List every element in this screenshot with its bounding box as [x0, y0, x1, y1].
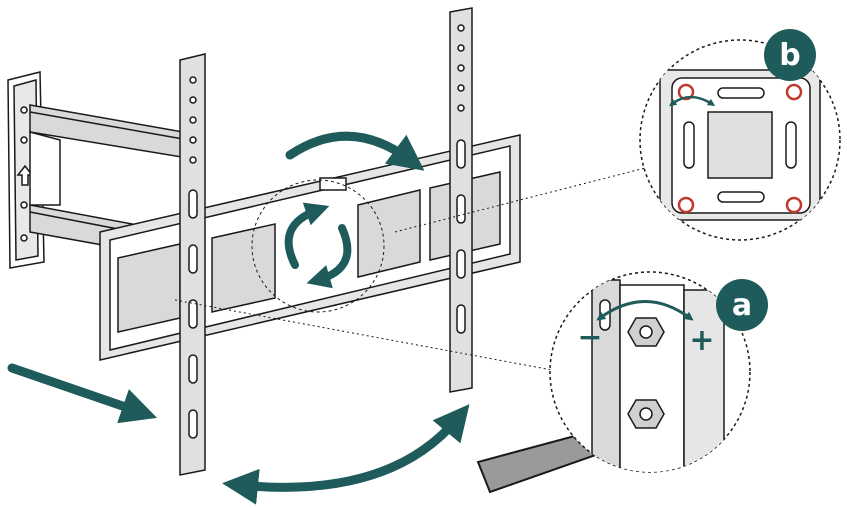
push-arrow-icon — [7, 363, 158, 424]
tilt-arrow-icon — [285, 131, 425, 171]
detail-focus-circle — [251, 179, 385, 313]
callout-b-detail: b — [639, 29, 841, 241]
callout-a-badge — [716, 279, 768, 331]
callout-b-label: b — [779, 38, 800, 73]
swivel-arrow-icon — [222, 404, 470, 505]
minus-sign: − — [577, 320, 602, 355]
right-vertical-rail — [449, 7, 473, 393]
leader-line-b — [394, 167, 646, 233]
rotation-arrows-icon — [284, 202, 352, 289]
callout-a-label: a — [732, 288, 752, 323]
up-arrow-icon — [16, 164, 34, 186]
leader-line-a — [174, 299, 553, 371]
callout-b-badge — [764, 29, 816, 81]
left-vertical-rail — [179, 53, 206, 476]
callout-a-detail: − + a — [549, 271, 768, 473]
bolt-icon — [677, 83, 803, 214]
bolt-icon — [627, 317, 665, 429]
plus-sign: + — [689, 323, 714, 358]
